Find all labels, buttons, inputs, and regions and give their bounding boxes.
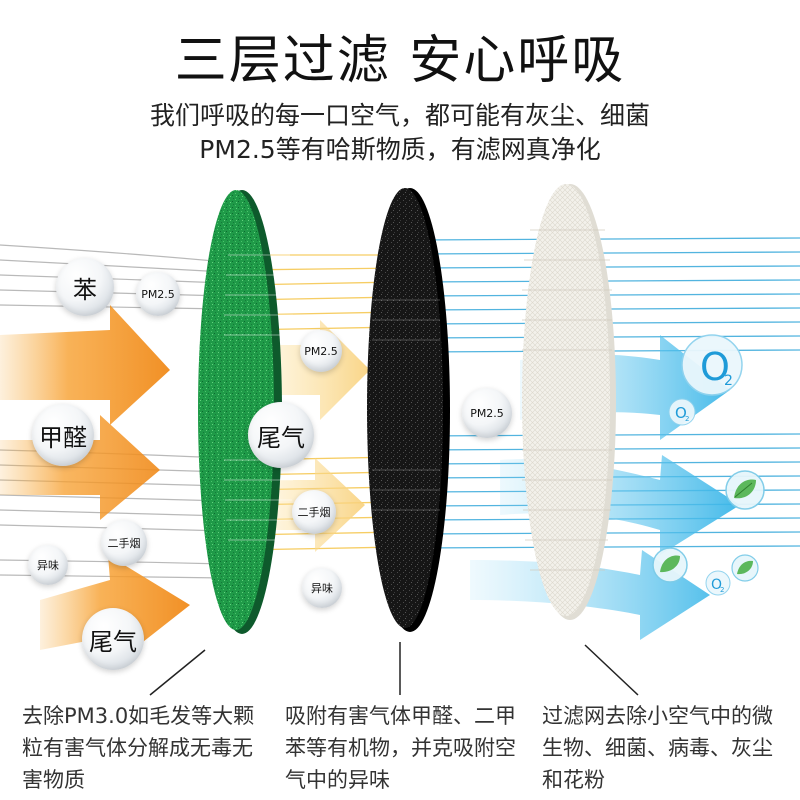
bubble-ershouyan-a: 二手烟	[101, 520, 147, 566]
pointer-lines	[149, 642, 639, 696]
svg-text:O: O	[675, 404, 687, 422]
o2-small-icon: O 2	[668, 398, 696, 426]
subtitle-line-1: 我们呼吸的每一口空气，都可能有灰尘、细菌	[149, 101, 650, 130]
subtitle-line-2: PM2.5等有哈斯物质，有滤网真净化	[199, 135, 601, 164]
leaf-icon-3	[731, 554, 759, 582]
black-filter-layer	[367, 188, 450, 632]
svg-text:O: O	[711, 577, 722, 593]
svg-text:2: 2	[724, 373, 733, 389]
white-filter-layer	[522, 184, 616, 620]
bubble-yiwei-b: 异味	[302, 568, 342, 608]
bubble-pm25-c: PM2.5	[462, 388, 512, 438]
svg-text:2: 2	[685, 415, 689, 423]
bubble-ershouyan-b: 二手烟	[292, 490, 336, 534]
bubble-yiwei-a: 异味	[28, 545, 68, 585]
bubble-weiqi-a: 尾气	[82, 608, 144, 670]
layer3-description: 过滤网去除小空气中的微生物、细菌、病毒、灰尘和花粉	[542, 704, 773, 792]
layer1-description: 去除PM3.0如毛发等大颗粒有害气体分解成无毒无害物质	[22, 704, 255, 792]
bubble-jiaquan: 甲醛	[32, 404, 94, 466]
svg-text:O: O	[700, 345, 730, 389]
page-title: 三层过滤 安心呼吸	[174, 31, 626, 91]
bubble-pm25-a: PM2.5	[136, 272, 180, 316]
o2-large-icon: O 2	[681, 334, 743, 396]
green-filter-layer	[198, 190, 293, 634]
layer2-description: 吸附有害气体甲醛、二甲苯等有机物，并克吸附空气中的异味	[285, 704, 516, 792]
orange-arrows	[0, 305, 190, 660]
svg-text:2: 2	[720, 586, 724, 594]
o2-tiny-icon: O 2	[705, 570, 731, 596]
leaf-icon-2	[652, 547, 688, 583]
bubble-ben: 苯	[56, 258, 114, 316]
bubble-weiqi-b: 尾气	[248, 402, 314, 468]
bubble-pm25-b: PM2.5	[300, 330, 342, 372]
leaf-icon	[725, 470, 765, 510]
